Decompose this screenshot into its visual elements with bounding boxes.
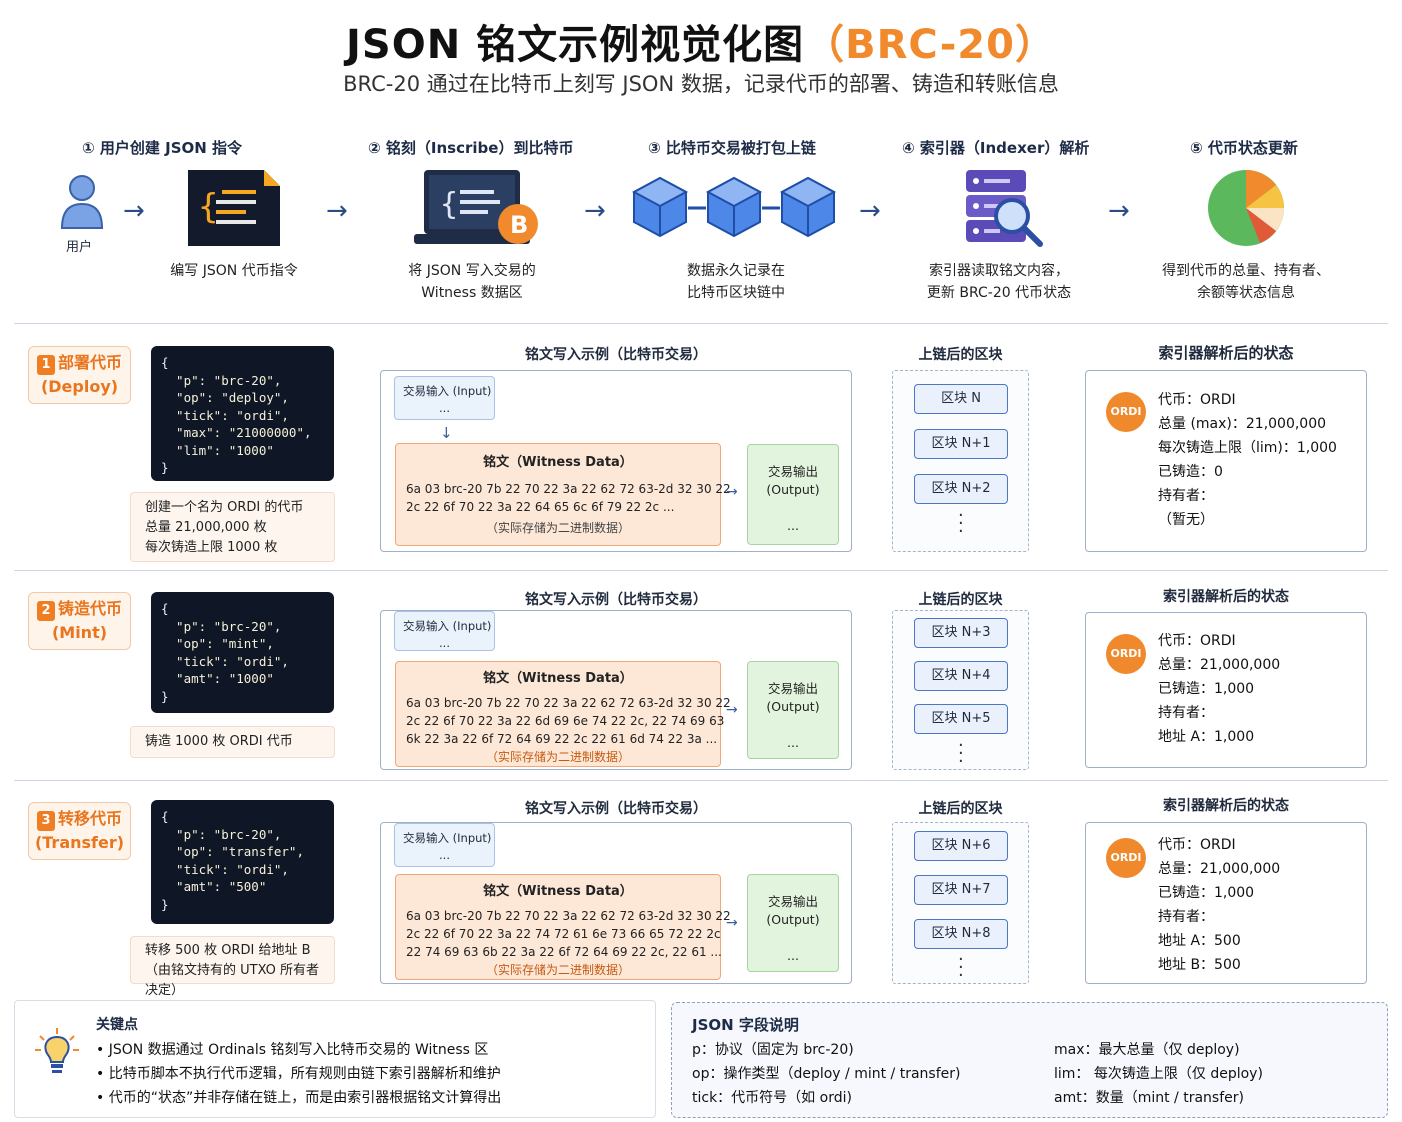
mint-note: 铸造 1000 枚 ORDI 代币 [130,726,335,758]
key-points-title: 关键点 [96,1017,138,1033]
svg-text:{: { [440,187,458,222]
title-main: JSON 铭文示例视觉化图 [346,22,805,68]
more-dots: ··· [958,735,964,772]
tx-section-head: 铭文写入示例（比特币交易） [525,801,707,817]
transfer-note: 转移 500 枚 ORDI 给地址 B（由铭文持有的 UTXO 所有者决定） [130,936,335,998]
more-dots: ··· [958,949,964,986]
ordi-token-icon: ORDI [1106,392,1146,432]
block-item: 区块 N+5 [914,704,1008,734]
right-arrow-icon: → [726,484,738,500]
block-item: 区块 N+2 [914,474,1008,504]
right-arrow-icon: → [726,702,738,718]
json-document-icon: { [188,170,280,246]
flow-arrow-icon: → [326,196,348,226]
fields-left-list: p：协议（固定为 brc-20)op：操作类型（deploy / mint / … [692,1042,961,1106]
key-points-box [14,1000,656,1118]
state-section-head: 索引器解析后的状态 [1163,798,1289,814]
block-item: 区块 N+4 [914,661,1008,691]
fields-title: JSON 字段说明 [692,1016,799,1034]
step-4-title: ④ 索引器（Indexer）解析 [902,139,1090,157]
ordi-token-icon: ORDI [1106,634,1146,674]
ordi-token-icon: ORDI [1106,838,1146,878]
divider [14,570,1388,571]
lightbulb-icon [35,1028,79,1073]
right-arrow-icon: → [726,915,738,931]
tx-section-head: 铭文写入示例（比特币交易） [525,347,707,363]
chain-section-head: 上链后的区块 [918,801,1003,817]
deploy-json-code: { "p": "brc-20", "op": "deploy", "tick":… [151,346,334,481]
tx-output: 交易输出(Output)... [747,661,839,759]
step-1-title: ① 用户创建 JSON 指令 [82,139,243,157]
state-section-head: 索引器解析后的状态 [1163,589,1289,605]
block-item: 区块 N+3 [914,618,1008,648]
transfer-json-code: { "p": "brc-20", "op": "transfer", "tick… [151,800,334,924]
title-accent: （BRC-20） [804,22,1056,68]
tx-output: 交易输出(Output)... [747,874,839,972]
witness-data: 铭文（Witness Data）6a 03 brc-20 7b 22 70 22… [395,661,731,767]
svg-text:B: B [510,211,528,239]
block-item: 区块 N+6 [914,831,1008,861]
divider [14,323,1388,324]
chain-section-head: 上链后的区块 [918,592,1003,608]
tx-section-head: 铭文写入示例（比特币交易） [525,592,707,608]
state-box [1085,370,1367,552]
fields-box [671,1002,1388,1118]
tx-output: 交易输出(Output)... [747,444,839,545]
pie-chart-icon [1208,170,1284,246]
down-arrow-icon: ↓ [440,424,453,442]
step-3-title: ③ 比特币交易被打包上链 [648,139,816,157]
step-2-title: ② 铭刻（Inscribe）到比特币 [368,139,574,157]
block-item: 区块 N+1 [914,429,1008,459]
user-label: 用户 [66,240,93,255]
tx-input: 交易输入 (Input)... [394,823,495,867]
deploy-note: 创建一个名为 ORDI 的代币总量 21,000,000 枚每次铸造上限 100… [130,492,335,562]
fields-right-list: max：最大总量（仅 deploy)lim： 每次铸造上限（仅 deploy)a… [1054,1042,1263,1106]
state-section-head: 索引器解析后的状态 [1158,344,1294,362]
more-dots: ··· [958,505,964,542]
divider [14,780,1388,781]
witness-data: 铭文（Witness Data）6a 03 brc-20 7b 22 70 22… [395,443,731,546]
key-points-list: • JSON 数据通过 Ordinals 铭刻写入比特币交易的 Witness … [96,1042,502,1106]
block-item: 区块 N+7 [914,875,1008,905]
user-icon [60,175,104,229]
page-title: JSON 铭文示例视觉化图（BRC-20） [0,12,1402,70]
block-item: 区块 N [914,384,1008,414]
svg-text:{: { [198,187,218,227]
flow-arrow-icon: → [584,196,606,226]
step-3-desc: 数据永久记录在比特币区块链中 [687,263,785,301]
chain-section-head: 上链后的区块 [918,347,1003,363]
flow-arrow-icon: → [123,196,145,226]
tx-input: 交易输入 (Input)... [394,376,495,420]
flow-arrow-icon: → [859,196,881,226]
blockchain-icon [632,176,835,238]
page-subtitle: BRC-20 通过在比特币上刻写 JSON 数据，记录代币的部署、铸造和转账信息 [343,72,1059,96]
mint-json-code: { "p": "brc-20", "op": "mint", "tick": "… [151,592,334,713]
flow-arrow-icon: → [1108,196,1130,226]
step-5-title: ⑤ 代币状态更新 [1190,139,1298,157]
block-item: 区块 N+8 [914,919,1008,949]
step-5-desc: 得到代币的总量、持有者、余额等状态信息 [1162,263,1330,301]
step-1-desc: 编写 JSON 代币指令 [170,263,298,279]
tx-input: 交易输入 (Input)... [394,611,495,651]
indexer-server-icon [966,170,1043,247]
step-4-desc: 索引器读取铭文内容，更新 BRC-20 代币状态 [926,263,1072,301]
witness-data: 铭文（Witness Data）6a 03 brc-20 7b 22 70 22… [395,874,731,980]
laptop-bitcoin-icon: { B [414,170,538,244]
